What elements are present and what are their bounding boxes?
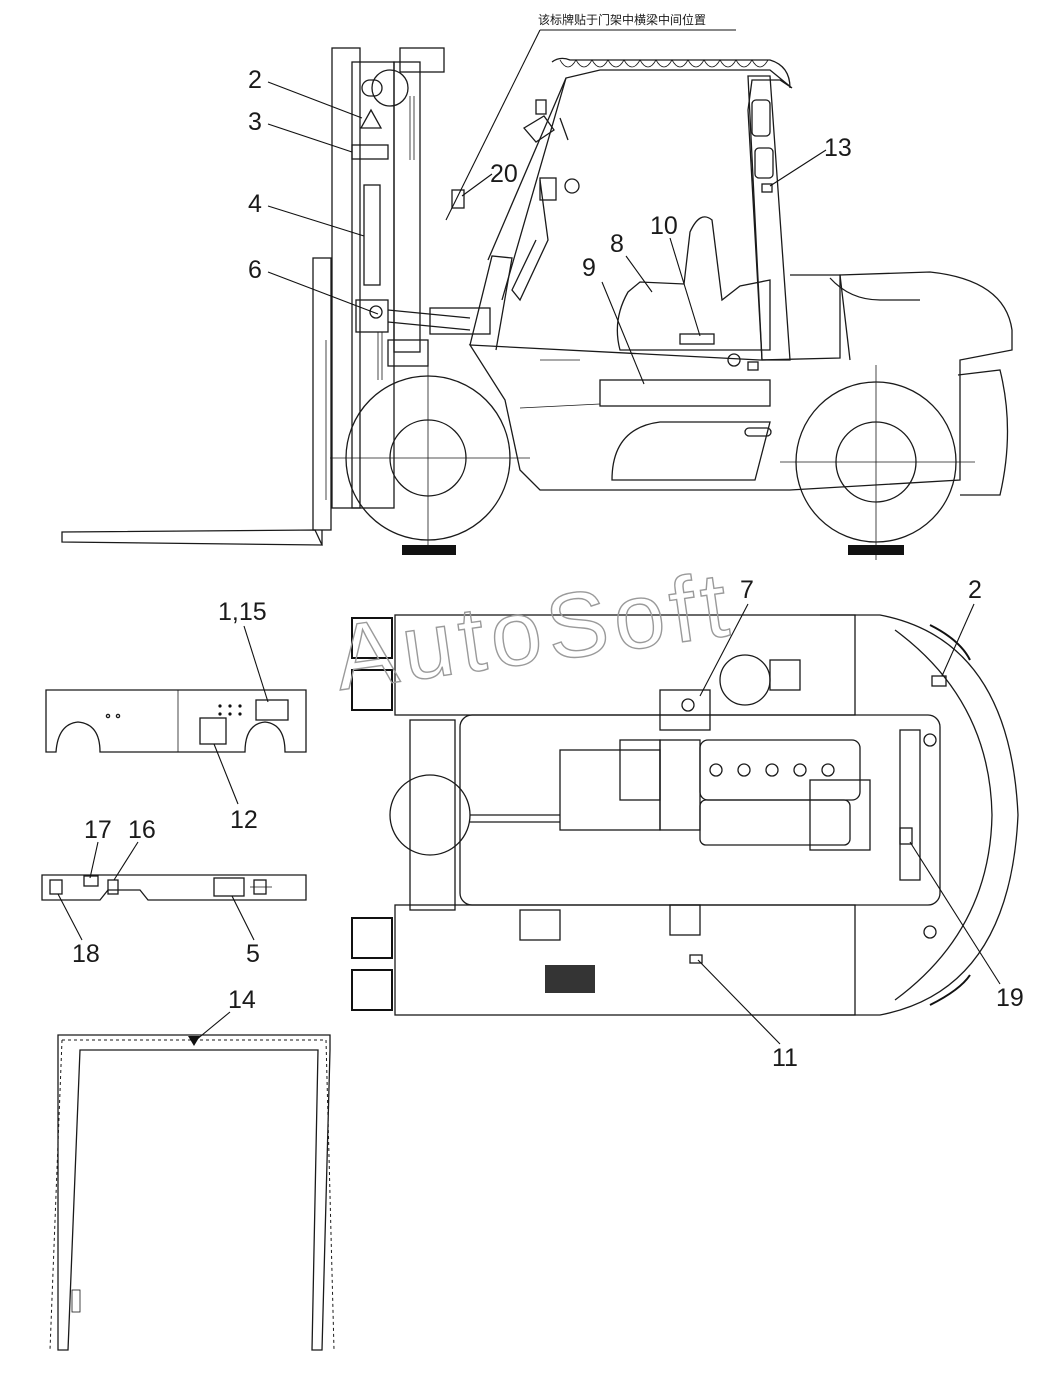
callout-13: 13 xyxy=(824,134,852,162)
mast-pulley xyxy=(371,69,409,107)
transmission xyxy=(559,749,661,831)
guard-frame-outline xyxy=(57,1034,331,1351)
callout-14: 14 xyxy=(228,986,256,1014)
decal-12 xyxy=(199,717,227,745)
callout-18: 18 xyxy=(72,940,100,968)
decal-4-rect xyxy=(363,184,381,286)
callout-17: 17 xyxy=(84,816,112,844)
side-view-forklift xyxy=(61,29,1013,560)
watermark-text: AutoSoft xyxy=(329,553,740,710)
mast-slot xyxy=(361,79,383,97)
decal-17 xyxy=(83,875,99,887)
mounting-note: 该标牌贴于门架中横梁中间位置 xyxy=(538,12,706,27)
top-view-chassis xyxy=(351,614,1019,1016)
truck-body xyxy=(468,271,1013,491)
fork-shank xyxy=(312,257,332,531)
front-pillar xyxy=(469,255,513,351)
callouts: 该标牌贴于门架中横梁中间位置 2 3 4 6 20 13 10 8 9 1,15… xyxy=(57,12,1024,1072)
top-right-frame xyxy=(394,904,856,1016)
steering-column xyxy=(511,179,549,302)
floor-plate-detail xyxy=(45,689,307,753)
callout-10: 10 xyxy=(650,212,678,240)
callout-9: 9 xyxy=(582,254,596,282)
rear-pillar xyxy=(747,75,791,361)
carriage-block xyxy=(355,299,389,333)
engine-block xyxy=(699,739,861,801)
callout-20: 20 xyxy=(490,160,518,188)
front-tire-top-1 xyxy=(351,617,393,659)
callout-4: 4 xyxy=(248,190,262,218)
decal-7-bracket xyxy=(659,689,711,731)
drive-axle-hub xyxy=(389,774,471,856)
mast-side-channel xyxy=(393,61,421,353)
decal-9-panel xyxy=(599,379,771,407)
decal-2b xyxy=(931,675,947,687)
callout-7: 7 xyxy=(740,576,754,604)
callout-3: 3 xyxy=(248,108,262,136)
tilt-cylinder xyxy=(429,307,491,335)
decal-3-rect xyxy=(351,144,389,160)
air-filter xyxy=(719,654,771,706)
operator-seat xyxy=(616,216,771,351)
callout-5: 5 xyxy=(246,940,260,968)
decal-20 xyxy=(451,189,465,209)
decal-16 xyxy=(107,879,119,895)
decal-18 xyxy=(49,879,63,895)
fork-blade xyxy=(61,529,324,546)
callout-2-side: 2 xyxy=(248,66,262,94)
decal-13 xyxy=(761,183,773,193)
decal-2-triangle xyxy=(359,108,383,129)
guard-roof-wave xyxy=(559,59,769,68)
overhead-guard-frame-detail xyxy=(49,1034,335,1351)
counterweight-outline xyxy=(820,614,1019,1016)
decal-11 xyxy=(689,954,703,964)
mast-outer-rail xyxy=(331,47,361,509)
floor-plate-outline xyxy=(45,689,307,753)
callout-2-top: 2 xyxy=(968,576,982,604)
callout-1-15: 1,15 xyxy=(218,598,267,626)
decal-1-15 xyxy=(255,699,289,721)
callout-8: 8 xyxy=(610,230,624,258)
callout-16: 16 xyxy=(128,816,156,844)
mast-top-bracket xyxy=(399,47,445,73)
callout-11: 11 xyxy=(772,1044,798,1072)
callout-12: 12 xyxy=(230,806,258,834)
toe-plate-detail xyxy=(41,874,307,901)
step-cover xyxy=(611,421,771,481)
decal-5 xyxy=(213,877,245,897)
radiator-grille xyxy=(545,965,595,993)
decal-10 xyxy=(679,333,715,345)
callout-6: 6 xyxy=(248,256,262,284)
rear-tire-tread xyxy=(957,369,1009,496)
decal-19 xyxy=(899,827,913,845)
callout-19: 19 xyxy=(996,984,1024,1012)
